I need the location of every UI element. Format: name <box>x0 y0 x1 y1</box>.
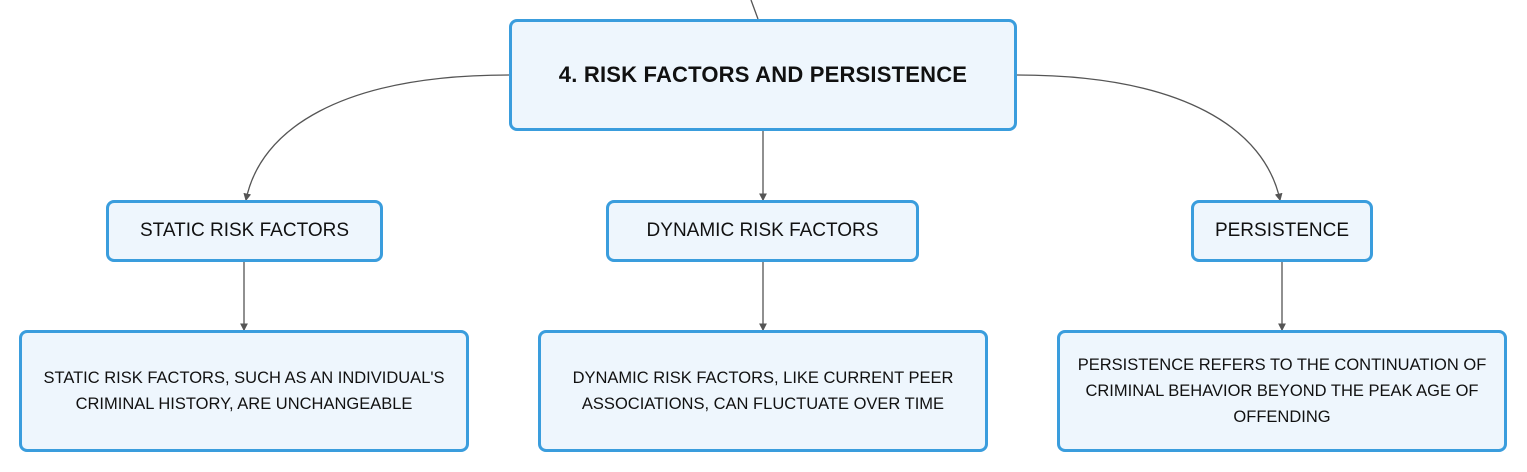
dynamic-risk-factors-label: DYNAMIC RISK FACTORS <box>646 220 879 241</box>
static-risk-factors-detail-node[interactable]: STATIC RISK FACTORS, SUCH AS AN INDIVIDU… <box>19 330 469 452</box>
persistence-node[interactable]: PERSISTENCE <box>1191 200 1373 262</box>
connector-root-to-persistence <box>1016 74 1283 202</box>
persistence-detail-text: PERSISTENCE REFERS TO THE CONTINUATION O… <box>1077 356 1487 426</box>
connector-parent-to-root <box>750 0 759 20</box>
root-node[interactable]: 4. RISK FACTORS AND PERSISTENCE <box>509 19 1017 131</box>
static-risk-factors-detail-text: STATIC RISK FACTORS, SUCH AS AN INDIVIDU… <box>43 369 445 413</box>
connector-root-to-static <box>243 74 510 202</box>
persistence-label: PERSISTENCE <box>1214 220 1350 241</box>
static-risk-factors-node[interactable]: STATIC RISK FACTORS <box>106 200 383 262</box>
static-risk-factors-label: STATIC RISK FACTORS <box>139 220 350 241</box>
root-node-label: 4. RISK FACTORS AND PERSISTENCE <box>558 62 968 87</box>
dynamic-risk-factors-node[interactable]: DYNAMIC RISK FACTORS <box>606 200 919 262</box>
dynamic-risk-factors-detail-node[interactable]: DYNAMIC RISK FACTORS, LIKE CURRENT PEER … <box>538 330 988 452</box>
persistence-detail-node[interactable]: PERSISTENCE REFERS TO THE CONTINUATION O… <box>1057 330 1507 452</box>
dynamic-risk-factors-detail-text: DYNAMIC RISK FACTORS, LIKE CURRENT PEER … <box>572 369 954 413</box>
